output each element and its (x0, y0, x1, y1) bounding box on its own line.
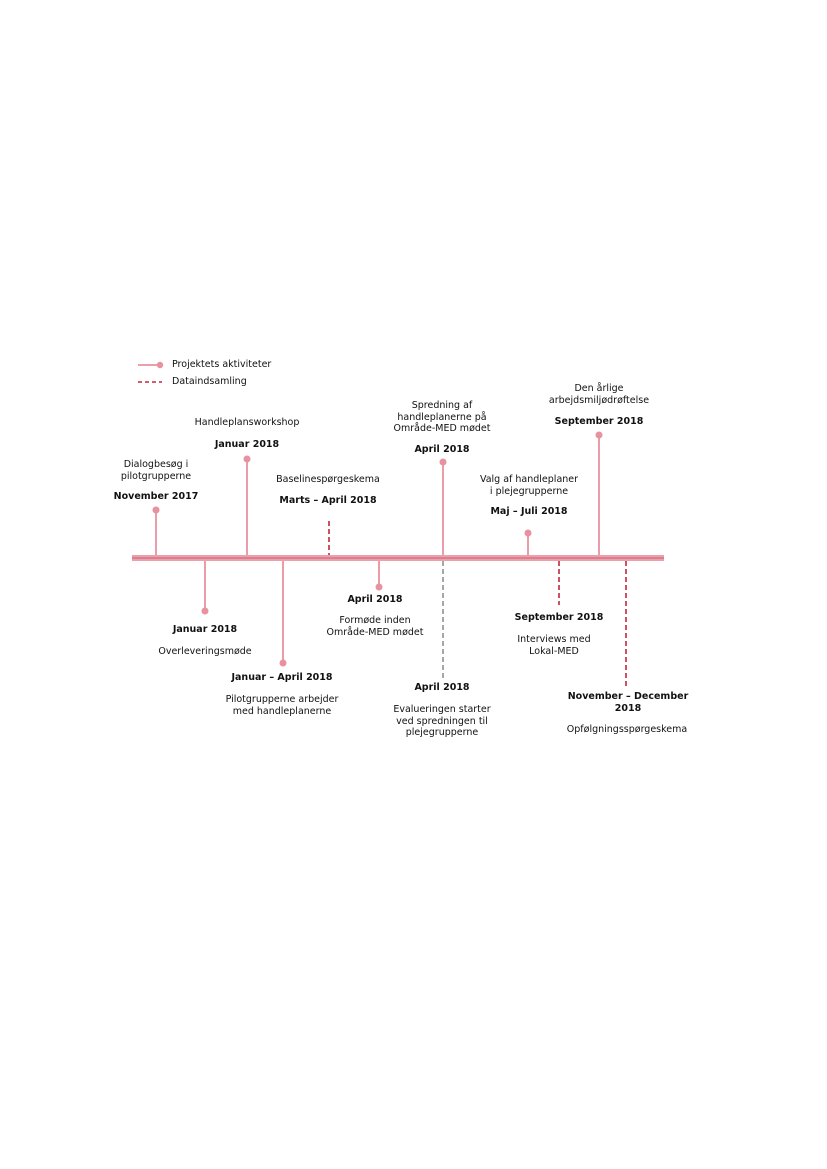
legend-data-label: Dataindsamling (172, 376, 247, 387)
aarlige-label: Den årlige arbejdsmiljødrøftelse (548, 383, 650, 406)
valg-dot (524, 529, 532, 537)
overlevering-dot (201, 607, 209, 615)
formoede-date: April 2018 (347, 594, 403, 605)
baseline-label: Baselinespørgeskema (276, 474, 380, 485)
opfoelgning-label: Opfølgningsspørgeskema (566, 724, 688, 735)
overlevering-label: Overleveringsmøde (158, 646, 252, 657)
pilot-dot (279, 659, 287, 667)
legend-activities-label: Projektets aktiviteter (172, 359, 272, 370)
pilot-label: Pilotgrupperne arbejder med handleplaner… (225, 694, 339, 717)
aarlige-dot (595, 431, 603, 439)
overlevering-date: Januar 2018 (172, 624, 238, 635)
formoede-dot (375, 583, 383, 591)
spredning-label: Spredning af handleplanerne på Område-ME… (393, 400, 491, 434)
interviews-date: September 2018 (514, 612, 604, 623)
dialog-dot (152, 506, 160, 514)
aarlige-date: September 2018 (554, 416, 644, 427)
formoede-label: Formøde inden Område-MED mødet (326, 615, 424, 638)
workshop-label: Handleplansworkshop (194, 417, 300, 428)
opfoelgning-date: November – December 2018 (567, 691, 689, 714)
evaluering-label: Evalueringen starter ved spredningen til… (393, 704, 491, 738)
evaluering-date: April 2018 (414, 682, 470, 693)
interviews-label: Interviews med Lokal-MED (517, 634, 591, 657)
workshop-date: Januar 2018 (214, 439, 280, 450)
legend-activity-dot (156, 361, 164, 369)
valg-label: Valg af handleplaner i plejegrupperne (479, 474, 579, 497)
pilot-date: Januar – April 2018 (231, 672, 333, 683)
baseline-date: Marts – April 2018 (279, 495, 377, 506)
spredning-dot (439, 458, 447, 466)
dialog-label: Dialogbesøg i pilotgrupperne (120, 459, 192, 482)
dialog-date: November 2017 (113, 491, 199, 502)
workshop-dot (243, 455, 251, 463)
valg-date: Maj – Juli 2018 (490, 506, 568, 517)
spredning-date: April 2018 (414, 444, 470, 455)
